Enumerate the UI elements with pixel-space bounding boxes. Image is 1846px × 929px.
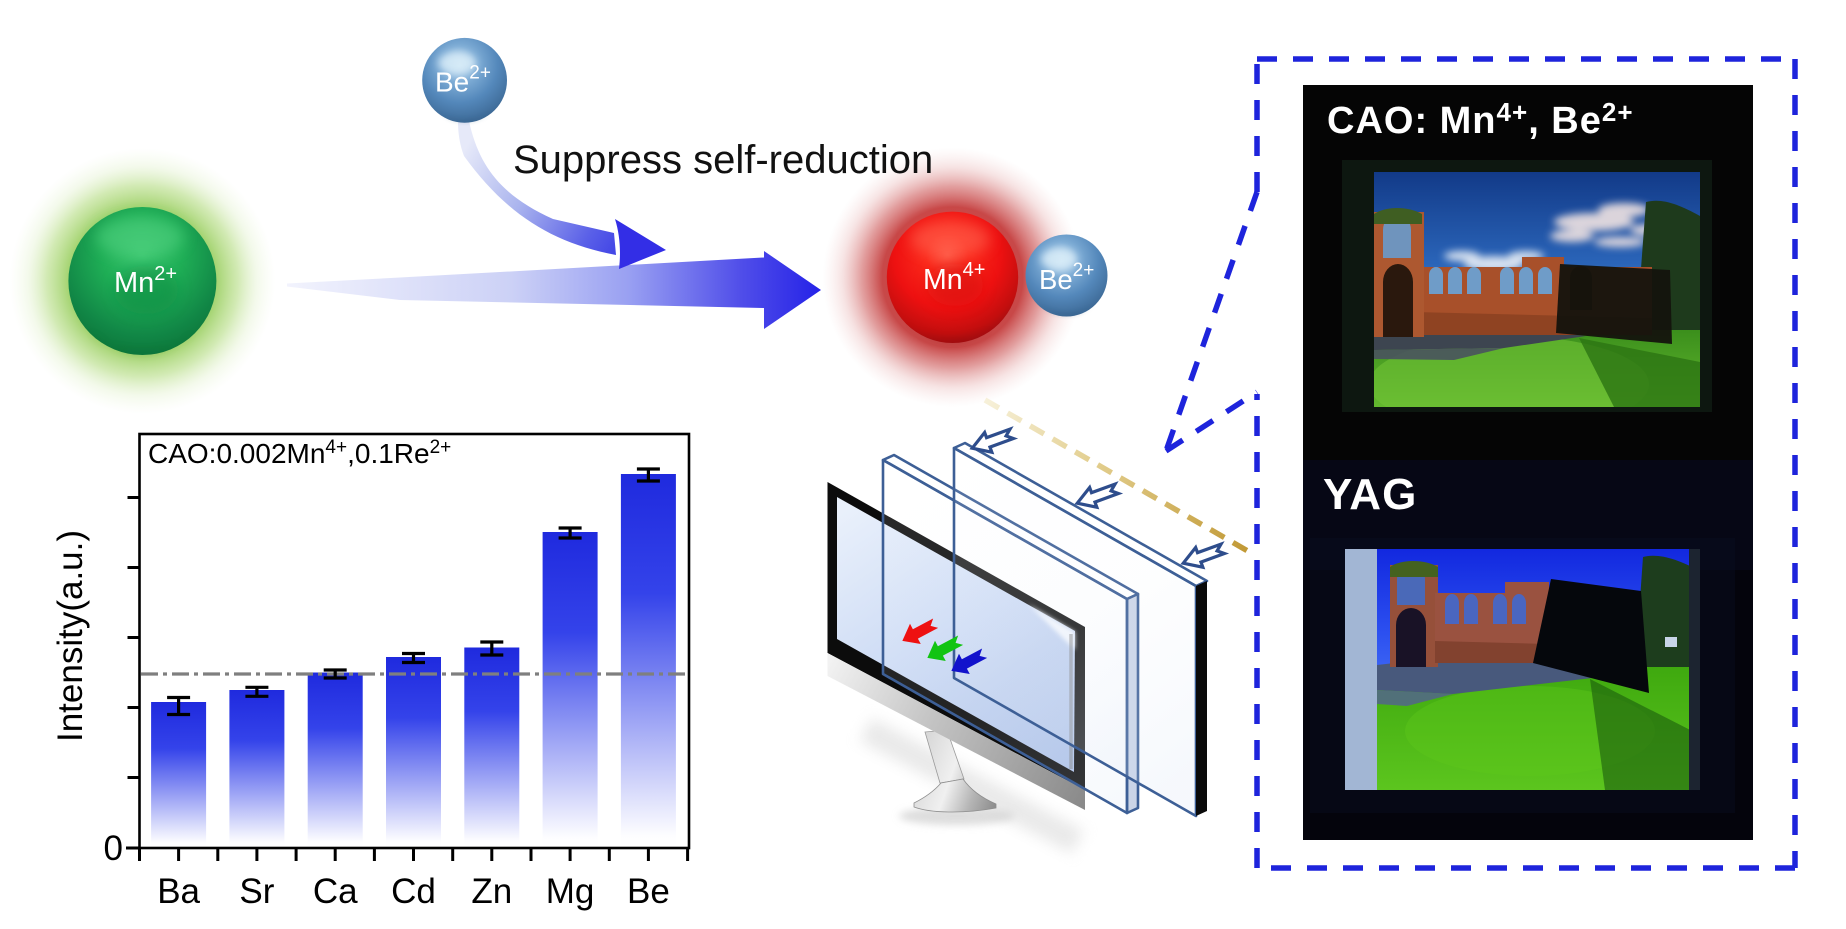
svg-text:Suppress self-reduction: Suppress self-reduction [513,138,933,182]
svg-text:Intensity(a.u.): Intensity(a.u.) [51,530,90,742]
svg-text:Mg: Mg [546,872,595,911]
svg-text:Sr: Sr [239,872,274,911]
svg-text:CAO:0.002Mn4+,0.1Re2+: CAO:0.002Mn4+,0.1Re2+ [148,437,451,469]
svg-text:CAO: Mn4+, Be2+: CAO: Mn4+, Be2+ [1327,97,1634,142]
svg-text:Zn: Zn [471,872,512,911]
svg-text:YAG: YAG [1323,470,1417,519]
svg-text:Be: Be [627,872,670,911]
svg-text:Ca: Ca [313,872,358,911]
svg-text:Cd: Cd [391,872,436,911]
svg-text:0: 0 [104,829,123,868]
svg-text:Mn4+: Mn4+ [923,259,985,296]
svg-text:Ba: Ba [157,872,200,911]
